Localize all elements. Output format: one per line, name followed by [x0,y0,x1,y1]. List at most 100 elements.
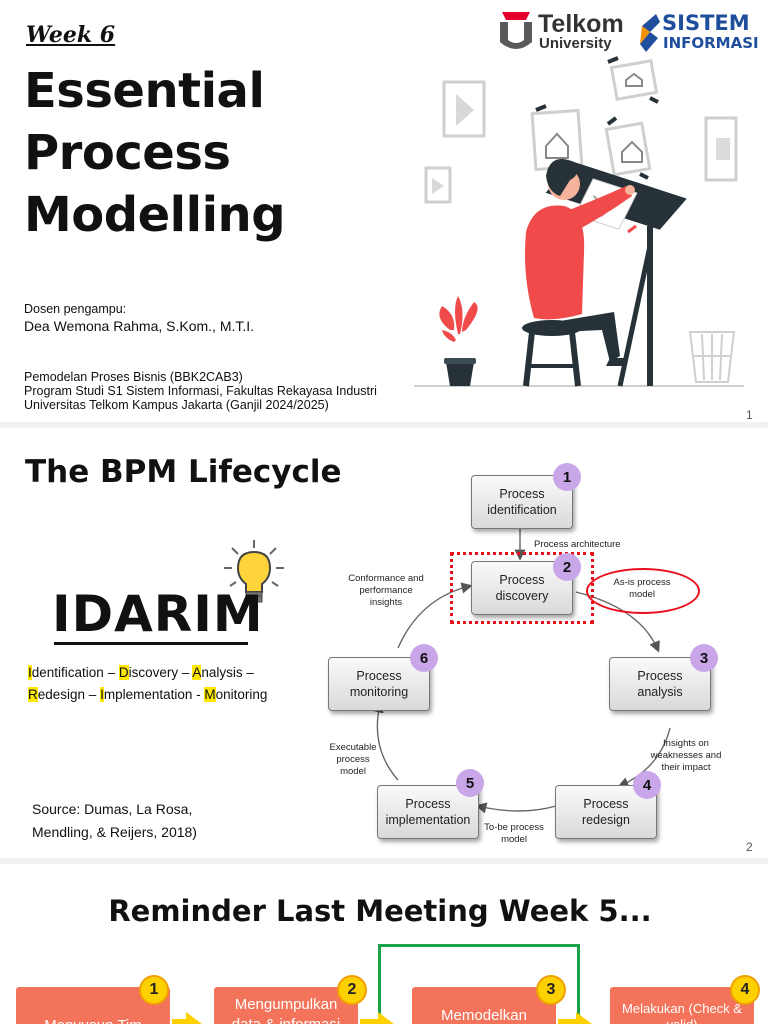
step-arrow-icon [378,1012,394,1024]
phase-initial: R [28,687,38,702]
phases-line: Redesign – Implementation - Monitoring [28,684,267,706]
step-arrow-icon [186,1012,202,1024]
phase-word: onitoring [215,687,268,702]
phase-box-line: Process [405,797,451,811]
note-process-architecture: Process architecture [534,539,621,550]
note-line: insights [369,597,403,608]
current-step-frame [378,944,580,1024]
source-citation: Source: Dumas, La Rosa, Mendling, & Reij… [32,798,197,844]
title-line: Essential [24,63,265,119]
step-arrow-icon [576,1012,592,1024]
si-wordmark-top: SISTEM [662,11,750,35]
note-line: Insights on [663,738,709,749]
basket-icon [688,331,736,383]
phase-word: mplementation - [103,687,205,702]
phase-word: nalysis – [201,665,254,680]
phase-box-line: Process [583,797,629,811]
phase-box-line: redesign [582,813,630,827]
course-line: Universitas Telkom Kampus Jakarta (Ganji… [24,398,329,412]
step-label: Melakukan (Check & valid) [622,1001,742,1024]
university-wordmark: University [539,35,612,52]
person-drawing-icon [525,159,637,366]
step-number-badge: 1 [139,975,169,1005]
step-arrow-shaft [360,1019,380,1024]
phase-initial: M [204,687,216,702]
telkom-emblem-icon [500,12,532,49]
phase-box-line: discovery [495,589,549,603]
si-emblem-icon [640,14,660,52]
slide-separator [0,858,768,864]
phase-word: edesign – [37,687,101,702]
phase-number-badge: 2 [553,553,581,581]
designer-illustration [414,56,744,387]
step-number-badge: 3 [536,975,566,1005]
lecturer-name: Dea Wemona Rahma, S.Kom., M.T.I. [24,318,255,334]
phase-box-line: Process [356,669,402,683]
phase-number-badge: 3 [690,644,718,672]
lecturer-label: Dosen pengampu: [24,302,127,316]
step-label: Mengumpulkan data & informasi [232,996,340,1024]
source-line: Mendling, & Reijers, 2018) [32,824,197,840]
note-line: As-is process [613,577,671,588]
step-arrow-shaft [172,1019,188,1024]
note-line: process [336,754,370,765]
slide-2: The BPM Lifecycle IDARIM Identification … [0,428,768,858]
asis-highlight-ellipse [586,568,700,614]
slide-1: Week 6 Essential Process Modelling Dosen… [0,0,768,422]
telkom-wordmark: Telkom [538,10,624,38]
acronym-heading: IDARIM [52,585,264,643]
slide-separator [0,422,768,428]
plant-icon [439,296,478,386]
note-line: weaknesses and [650,750,722,761]
phase-number-badge: 5 [456,769,484,797]
phases-text: Identification – Discovery – Analysis – … [28,662,267,706]
phase-word: iscovery – [128,665,193,680]
step-box: Mengumpulkan data & informasi [214,987,358,1024]
phase-word: dentification – [31,665,119,680]
phase-initial: A [192,665,202,680]
step-number-badge: 4 [730,975,760,1005]
source-line: Source: Dumas, La Rosa, [32,801,193,817]
phase-initial: I [28,665,32,680]
step-arrow-shaft [558,1019,578,1024]
phase-initial: I [100,687,104,702]
step-label: Memodelkan [441,1007,527,1024]
course-info: Pemodelan Proses Bisnis (BBK2CAB3) Progr… [24,370,377,412]
slide-title: Essential Process Modelling [24,60,384,246]
note-line: Executable [329,742,377,753]
course-line: Pemodelan Proses Bisnis (BBK2CAB3) [24,370,243,384]
phase-box-line: implementation [385,813,471,827]
phase-number-badge: 6 [410,644,438,672]
note-line: Conformance and [348,573,424,584]
course-line: Program Studi S1 Sistem Informasi, Fakul… [24,384,377,398]
slide-title: The BPM Lifecycle [25,454,342,490]
phases-line: Identification – Discovery – Analysis – [28,662,267,684]
note-line: To-be process [484,822,544,833]
slide-3: Reminder Last Meeting Week 5... Menyusun… [0,864,768,1024]
note-line: their impact [661,762,711,773]
note-line: performance [359,585,413,596]
phase-initial: D [118,665,129,680]
phase-box-line: analysis [637,685,683,699]
sistem-informasi-logo: SISTEM INFORMASI [636,12,764,56]
si-wordmark-bottom: INFORMASI [663,34,759,52]
step-box: Memodelkan [412,987,556,1024]
phase-box-line: Process [499,487,545,501]
title-line: Modelling [24,187,286,243]
note-line: model [629,589,655,600]
phase-box-line: monitoring [349,685,409,699]
phase-number-badge: 4 [633,771,661,799]
step-number-badge: 2 [337,975,367,1005]
house-sketch-icon [545,72,643,163]
step-label: Menyusun Tim [16,987,170,1024]
note-line: model [340,766,366,777]
lightbulb-icon [224,540,284,603]
phase-box-redesign: Process redesign [555,785,657,839]
page-number: 1 [746,408,753,422]
page-number: 2 [746,840,753,854]
